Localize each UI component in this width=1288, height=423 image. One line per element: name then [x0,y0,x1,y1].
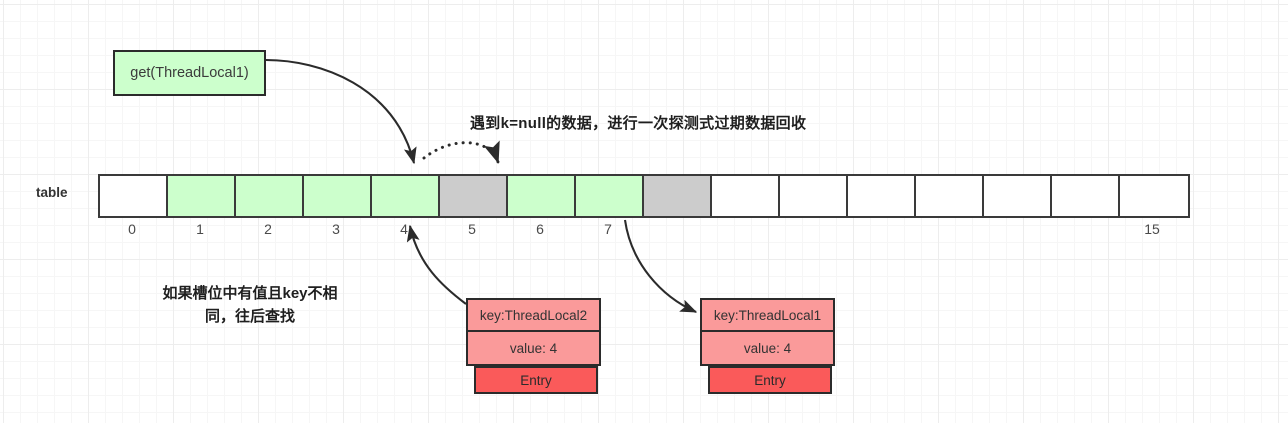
table-label: table [36,185,68,200]
note-linear-probe: 如果槽位中有值且key不相 同，往后查找 [110,283,390,328]
note-expired-entry-cleanup: 遇到k=null的数据，进行一次探测式过期数据回收 [470,115,807,132]
table-slot-9[interactable] [712,176,780,216]
table-slot-0[interactable] [100,176,168,216]
table-slot-12[interactable] [916,176,984,216]
entry-tag-label: Entry [708,366,832,394]
table-index-label-1: 1 [196,221,204,237]
table-slot-8[interactable] [644,176,712,216]
table-slot-4[interactable] [372,176,440,216]
entry-key-label: key:ThreadLocal1 [700,298,835,332]
table-slot-6[interactable] [508,176,576,216]
table-slot-10[interactable] [780,176,848,216]
table-slot-5[interactable] [440,176,508,216]
table-index-label-3: 3 [332,221,340,237]
table-index-label-0: 0 [128,221,136,237]
entry-box-threadlocal2[interactable]: key:ThreadLocal2 value: 4 Entry [466,298,601,394]
arrow-entry2-to-slot4 [406,224,467,305]
arrow-probe-slot4-to-slot5 [422,140,500,164]
table-slot-3[interactable] [304,176,372,216]
table-index-label-2: 2 [264,221,272,237]
table-slot-15[interactable] [1120,176,1188,216]
note-left-line2: 同，往后查找 [204,307,295,325]
get-box-label: get(ThreadLocal1) [130,65,249,81]
get-threadlocal1-box[interactable]: get(ThreadLocal1) [113,50,266,96]
table-slot-2[interactable] [236,176,304,216]
note-left-line1: 如果槽位中有值且key不相 [162,285,338,302]
table-index-label-6: 6 [536,221,544,237]
table-slot-11[interactable] [848,176,916,216]
threadlocalmap-table [98,174,1190,218]
entry-value-label: value: 4 [700,332,835,366]
table-index-label-7: 7 [604,221,612,237]
table-slot-13[interactable] [984,176,1052,216]
entry-value-label: value: 4 [466,332,601,366]
table-slot-7[interactable] [576,176,644,216]
table-slot-14[interactable] [1052,176,1120,216]
table-index-label-15: 15 [1144,221,1160,237]
entry-tag-label: Entry [474,366,598,394]
arrow-get-to-slot4 [265,58,417,165]
entry-box-threadlocal1[interactable]: key:ThreadLocal1 value: 4 Entry [700,298,835,394]
table-slot-1[interactable] [168,176,236,216]
table-index-label-5: 5 [468,221,476,237]
table-index-label-4: 4 [400,221,408,237]
entry-key-label: key:ThreadLocal2 [466,298,601,332]
